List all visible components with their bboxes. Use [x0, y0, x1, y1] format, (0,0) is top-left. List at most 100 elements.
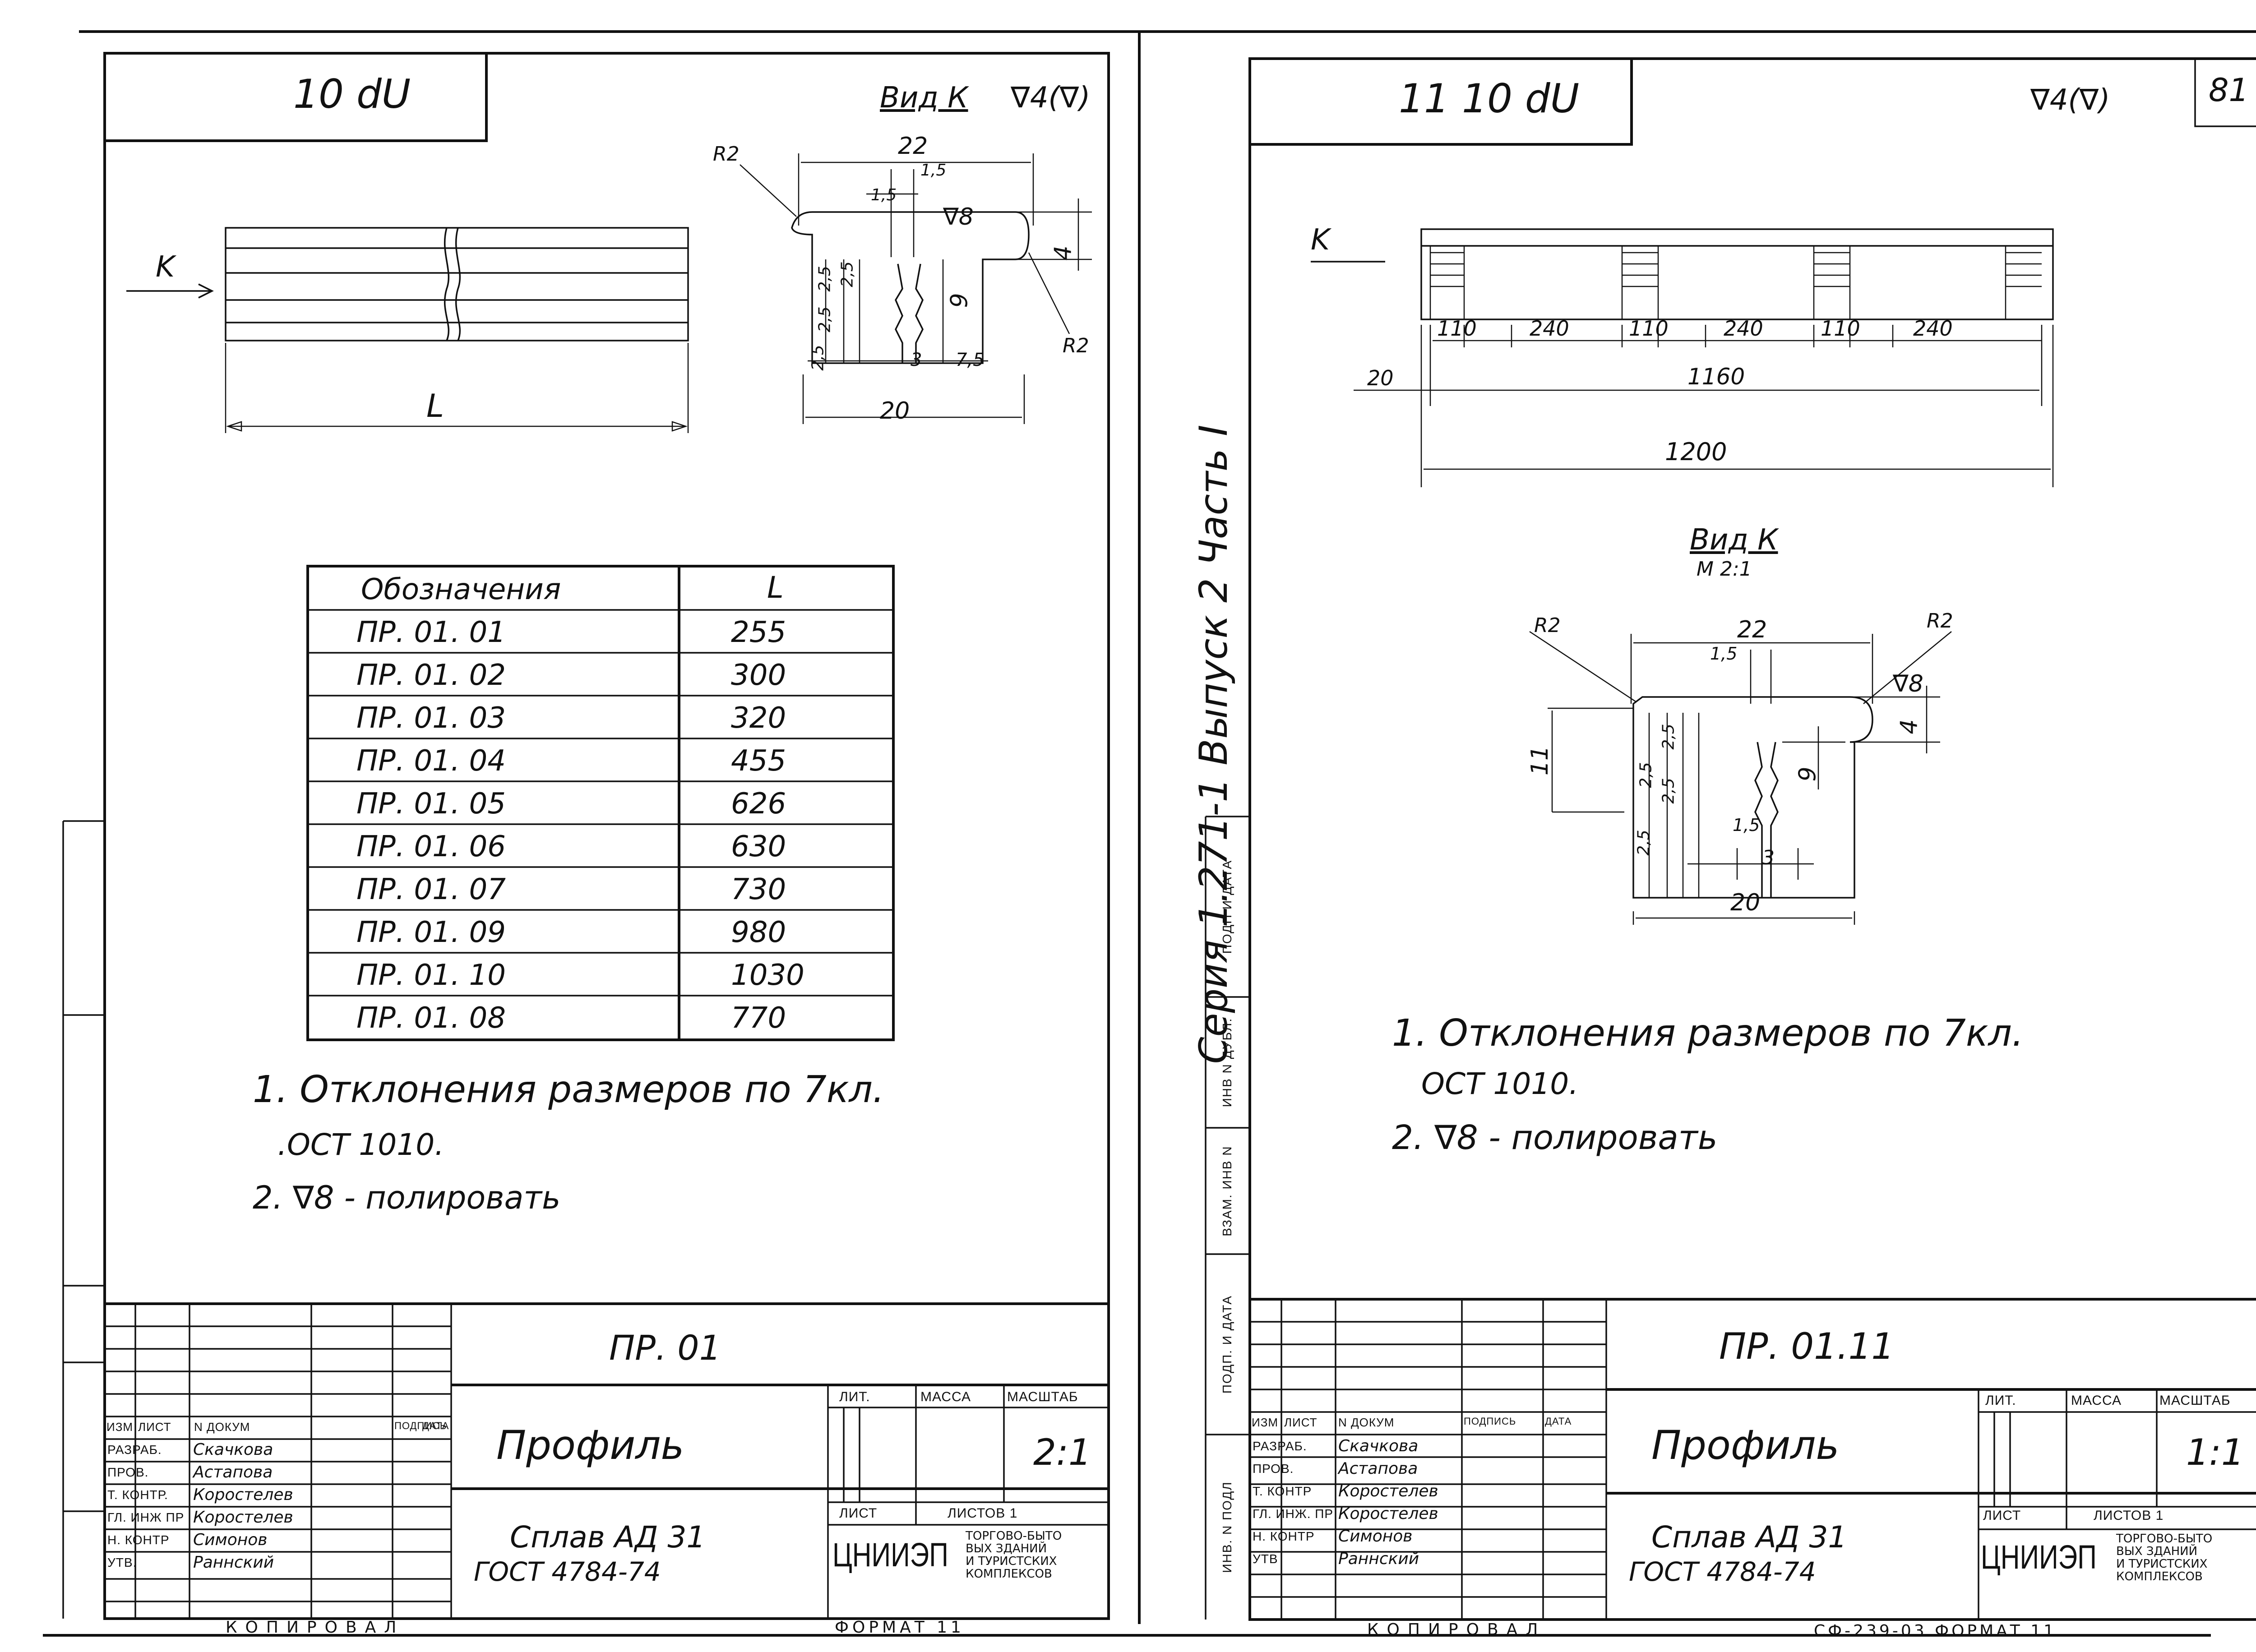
left-dim-15a: 1,5: [871, 186, 897, 204]
left-doc-code: ПР. 01: [609, 1328, 721, 1368]
right-org-line-0: ТОРГОВО-БЫТО: [2116, 1532, 2213, 1546]
table-cell-designation: ПР. 01. 01: [356, 616, 506, 649]
role-label: Н. КОНТР: [107, 1533, 170, 1547]
role-label: ПРОВ.: [107, 1465, 149, 1479]
person-name: Астапова: [1338, 1459, 1418, 1478]
left-dim-3: 3: [911, 350, 922, 370]
table-cell-designation: ПР. 01. 08: [356, 1001, 506, 1035]
left-col-ndok: N ДОКУМ: [194, 1420, 250, 1434]
right-dim-1160: 1160: [1687, 364, 1745, 390]
role-label: ГЛ. ИНЖ. ПР: [1253, 1507, 1334, 1521]
right-standard: ГОСТ 4784-74: [1629, 1556, 1816, 1587]
left-surface-mark: ∇4(∇): [1011, 81, 1091, 115]
left-dim-4: 4: [1049, 245, 1077, 261]
right-dim-4: 4: [1895, 719, 1923, 734]
margin-stamp-label: ПОДП И ДАТА: [1220, 859, 1234, 954]
left-dim-v8: ∇8: [943, 203, 974, 231]
right-copied: КОПИРОВАЛ: [1367, 1620, 1546, 1639]
left-col-list: ЛИСТ: [138, 1420, 171, 1434]
right-page-number: 81: [2209, 72, 2249, 109]
role-label: Н. КОНТР: [1253, 1529, 1315, 1543]
left-dim-20: 20: [880, 397, 910, 425]
left-dim-15b: 1,5: [920, 161, 947, 180]
right-dim-15a: 1,5: [1710, 644, 1738, 664]
left-tb-scale-label: МАСШТАБ: [1007, 1389, 1078, 1404]
right-format: СФ-239-03 ФОРМАТ 11: [1814, 1622, 2057, 1640]
margin-stamp-label: ПОДП. И ДАТА: [1220, 1295, 1234, 1394]
table-cell-designation: ПР. 01. 09: [356, 916, 506, 949]
table-cell-length: 730: [731, 873, 786, 906]
role-label: ГЛ. ИНЖ ПР: [107, 1510, 185, 1524]
right-dim-25d: 2,5: [1634, 830, 1653, 856]
right-tb-lit: ЛИТ.: [1985, 1393, 2016, 1408]
left-tb-sheet: ЛИСТ: [839, 1506, 878, 1521]
table-header-l: L: [767, 570, 784, 605]
left-dim-25b: 2,5: [815, 266, 834, 292]
left-org-line-3: КОМПЛЕКСОВ: [966, 1567, 1052, 1581]
right-note-1b: ОСТ 1010.: [1421, 1066, 1579, 1101]
left-col-izm: ИЗМ: [106, 1420, 134, 1434]
right-dim-20b: 20: [1730, 889, 1761, 916]
right-material: Сплав АД 31: [1651, 1520, 1847, 1555]
left-dim-r2b: R2: [1063, 334, 1089, 357]
role-label: РАЗРАБ.: [1253, 1439, 1307, 1453]
left-dim-9: 9: [946, 293, 973, 308]
left-dim-75: 7,5: [956, 350, 985, 370]
right-note-2: 2. ∇8 - полировать: [1392, 1118, 1718, 1157]
left-org-line-2: И ТУРИСТСКИХ: [966, 1555, 1057, 1568]
right-org-logo: ЦНИИЭП: [1981, 1538, 2097, 1576]
right-dim-1200: 1200: [1665, 438, 1727, 466]
person-name: Симонов: [1338, 1527, 1413, 1546]
right-col-sign: ПОДПИСЬ: [1464, 1416, 1516, 1427]
left-org-line-0: ТОРГОВО-БЫТО: [966, 1529, 1062, 1543]
right-org-line-2: И ТУРИСТСКИХ: [2116, 1557, 2208, 1571]
table-header-designation: Обозначения: [361, 573, 561, 606]
right-view-label: Вид К: [1690, 523, 1778, 557]
right-part-name: Профиль: [1651, 1422, 1840, 1468]
right-note-1: 1. Отклонения размеров по 7кл.: [1392, 1012, 2024, 1055]
right-header-mark: 11 10 dU: [1399, 75, 1580, 122]
table-cell-length: 980: [731, 916, 786, 949]
person-name: Коростелев: [193, 1508, 293, 1527]
left-header-mark: 10 dU: [293, 71, 411, 117]
left-org-logo: ЦНИИЭП: [832, 1536, 948, 1574]
table-cell-length: 455: [731, 744, 786, 778]
left-part-name: Профиль: [496, 1422, 684, 1468]
right-tb-sheets: ЛИСТОВ 1: [2094, 1508, 2164, 1523]
table-cell-designation: ПР. 01. 05: [356, 787, 506, 821]
right-dim-a4: 240: [1724, 316, 1763, 341]
right-dim-22: 22: [1737, 616, 1767, 643]
left-dim-25a: 2,5: [838, 261, 857, 287]
right-dim-11: 11: [1526, 745, 1554, 776]
right-dim-25b: 2,5: [1637, 762, 1655, 788]
right-col-ndok: N ДОКУМ: [1338, 1416, 1395, 1429]
person-name: Раннский: [1338, 1550, 1419, 1568]
left-col-sign: ПОДПИСЬ: [394, 1420, 447, 1431]
right-org-line-1: ВЫХ ЗДАНИЙ: [2116, 1545, 2198, 1558]
margin-stamp-label: ИНВ N ДУБЛ.: [1220, 1017, 1234, 1107]
right-col-date: ДАТА: [1545, 1416, 1572, 1427]
right-dim-25c: 2,5: [1659, 778, 1678, 804]
table-cell-designation: ПР. 01. 06: [356, 830, 506, 863]
margin-stamp-label: ВЗАМ. ИНВ N: [1220, 1145, 1234, 1237]
right-dim-r2b: R2: [1927, 609, 1953, 632]
right-doc-code: ПР. 01.11: [1719, 1325, 1895, 1367]
right-arrow-k: K: [1311, 223, 1330, 257]
left-format: ФОРМАТ 11: [835, 1618, 965, 1637]
table-cell-designation: ПР. 01. 03: [356, 701, 506, 735]
table-cell-length: 300: [731, 659, 786, 692]
role-label: УТВ: [1253, 1552, 1278, 1566]
left-tb-scale: 2:1: [1033, 1431, 1091, 1473]
right-dim-a6: 240: [1913, 316, 1953, 341]
table-cell-designation: ПР. 01. 10: [356, 959, 506, 992]
right-org-line-3: КОМПЛЕКСОВ: [2116, 1570, 2203, 1583]
person-name: Скачкова: [1338, 1437, 1419, 1455]
left-tb-mass: МАССА: [920, 1389, 971, 1404]
person-name: Коростелев: [193, 1486, 293, 1504]
left-dim-25d: 2,5: [809, 345, 828, 371]
right-view-scale: М 2:1: [1697, 558, 1752, 581]
left-dim-25c: 2,5: [815, 306, 834, 332]
left-standard: ГОСТ 4784-74: [474, 1556, 661, 1587]
left-arrow-k: K: [156, 250, 175, 284]
